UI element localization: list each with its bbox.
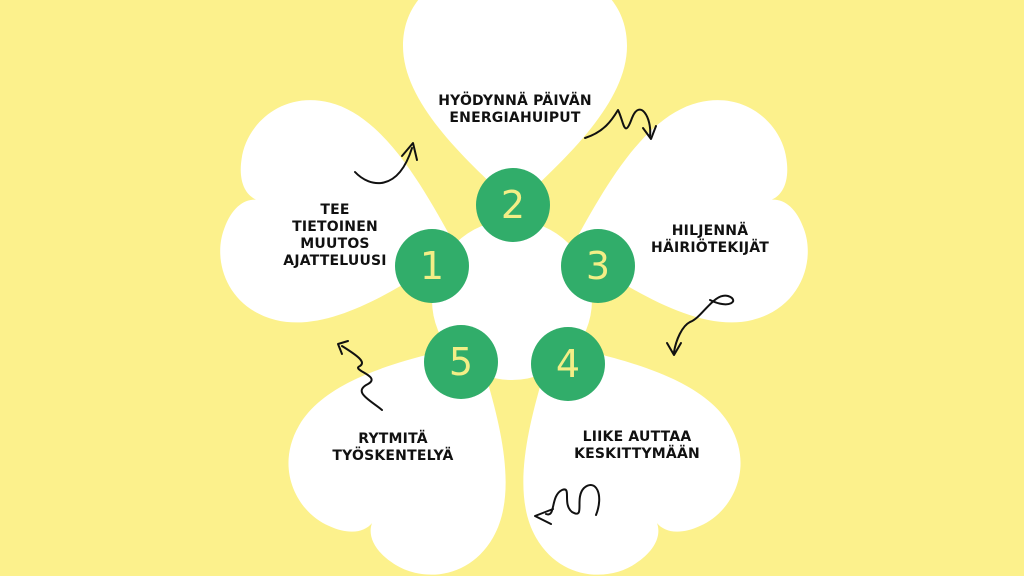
step-5-circle <box>424 325 498 399</box>
arrow-4-to-5-stroke <box>545 484 601 516</box>
step-3-number: 3 <box>585 244 611 288</box>
step-4-number: 4 <box>555 342 581 386</box>
arrow-2-to-3-stroke <box>584 108 652 139</box>
arrow-1-to-2 <box>354 142 418 185</box>
arrow-3-to-4 <box>666 294 735 356</box>
petal-2 <box>403 0 627 206</box>
step-5-number: 5 <box>448 340 474 384</box>
arrow-4-to-5 <box>534 484 601 525</box>
connector-arrows <box>337 108 735 525</box>
step-4-label: LIIKE AUTTAA KESKITTYMÄÄN <box>574 429 700 462</box>
step-1-label: TEE TIETOINEN MUUTOS AJATTELUUSI <box>283 202 387 269</box>
arrow-5-to-1 <box>337 340 383 411</box>
step-2-label: HYÖDYNNÄ PÄIVÄN ENERGIAHUIPUT <box>438 93 592 126</box>
step-2-circle <box>476 168 550 242</box>
petal-4 <box>523 343 741 575</box>
step-4-circle <box>531 327 605 401</box>
step-2-number: 2 <box>500 183 526 227</box>
arrow-3-to-4-stroke <box>673 294 735 353</box>
arrow-3-to-4-head <box>666 342 682 356</box>
step-3-label: HILJENNÄ HÄIRIÖTEKIJÄT <box>651 223 769 256</box>
arrow-4-to-5-head <box>534 508 554 525</box>
petal-5 <box>288 343 506 575</box>
step-1-circle <box>395 229 469 303</box>
step-1-number: 1 <box>419 244 445 288</box>
arrow-2-to-3-head <box>642 125 657 140</box>
arrow-5-to-1-head <box>337 340 349 355</box>
arrow-2-to-3 <box>584 108 657 140</box>
step-3-circle <box>561 229 635 303</box>
arrow-1-to-2-head <box>401 142 418 161</box>
step-5-label: RYTMITÄ TYÖSKENTELYÄ <box>332 431 454 464</box>
step-circles-group <box>395 168 635 401</box>
arrow-1-to-2-stroke <box>354 147 413 185</box>
arrow-5-to-1-stroke <box>341 345 383 411</box>
